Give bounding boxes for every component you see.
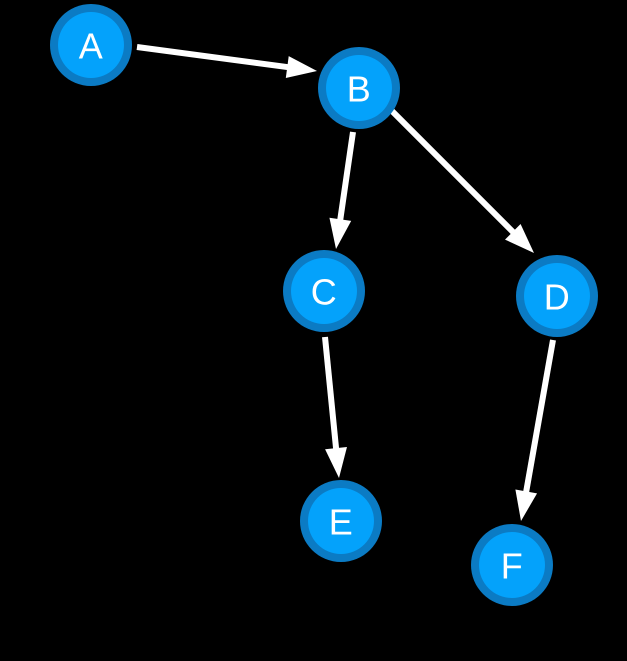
edge-b-c [329, 131, 356, 249]
edge-arrowhead-icon [285, 56, 317, 78]
node-body [291, 258, 357, 324]
node-label: C [311, 272, 338, 313]
node-body [524, 263, 590, 329]
node-b[interactable]: B [318, 47, 400, 129]
edge-shaft [522, 339, 556, 494]
edges-layer [136, 44, 556, 521]
edge-d-f [515, 339, 556, 521]
node-label: F [501, 546, 524, 587]
node-body [58, 12, 124, 78]
edge-arrowhead-icon [325, 447, 347, 478]
edge-shaft [337, 131, 356, 222]
node-c[interactable]: C [283, 250, 365, 332]
node-label: E [329, 502, 354, 543]
node-f[interactable]: F [471, 524, 553, 606]
edge-arrowhead-icon [329, 217, 352, 249]
edge-arrowhead-icon [515, 489, 538, 521]
edge-shaft [389, 108, 517, 236]
node-label: D [544, 277, 571, 318]
node-body [326, 55, 392, 121]
node-e[interactable]: E [300, 480, 382, 562]
node-label: A [79, 26, 104, 67]
node-body [308, 488, 374, 554]
node-a[interactable]: A [50, 4, 132, 86]
edge-a-b [136, 44, 317, 78]
edge-shaft [136, 44, 290, 71]
nodes-layer: A B C D E F [50, 4, 598, 606]
node-d[interactable]: D [516, 255, 598, 337]
edge-arrowhead-icon [505, 224, 534, 253]
edge-b-d [389, 108, 534, 253]
node-body [479, 532, 545, 598]
edge-c-e [322, 336, 347, 478]
edge-shaft [322, 336, 340, 451]
node-label: B [347, 69, 372, 110]
